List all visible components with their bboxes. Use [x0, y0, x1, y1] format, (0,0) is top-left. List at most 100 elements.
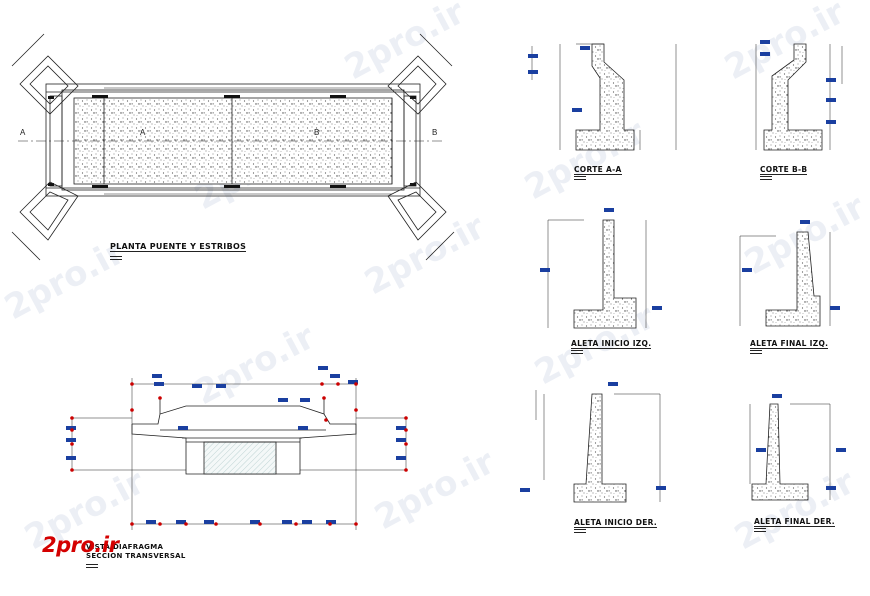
dimension-tag: [760, 40, 770, 44]
scale-bar-aleta-inicio-izq: [571, 350, 583, 354]
dimension-dot: [354, 382, 358, 386]
section-marker-a-center: A: [140, 128, 146, 137]
dimension-tag: [146, 520, 156, 524]
dimension-dot: [158, 522, 162, 526]
dimension-tag: [298, 426, 308, 430]
dimension-dot: [404, 442, 408, 446]
dimension-dot: [214, 522, 218, 526]
dimension-tag: [66, 456, 76, 460]
section-marker-b-center: B: [314, 128, 320, 137]
plan-view: [11, 33, 455, 261]
dimension-tag: [278, 398, 288, 402]
dimension-dot: [320, 382, 324, 386]
scale-bar-corte-a-a: [574, 176, 586, 180]
dimension-tag: [326, 520, 336, 524]
plan-title: PLANTA PUENTE Y ESTRIBOS: [110, 242, 247, 252]
dimension-tag: [396, 438, 406, 442]
dimension-dot: [70, 468, 74, 472]
dimension-dot: [258, 522, 262, 526]
detail-corte-a-a: [531, 43, 677, 151]
dimension-tag: [528, 54, 538, 58]
dimension-tag: [520, 488, 530, 492]
cross-section-title: VISTA DIAFRAGMA SECCION TRANSVERSAL: [86, 543, 186, 560]
dimension-dot: [336, 382, 340, 386]
detail-title-aleta-inicio-izq: ALETA INICIO IZQ.: [571, 339, 652, 349]
scale-bar-aleta-final-der: [754, 528, 766, 532]
diaphragm-hatch: [203, 441, 277, 475]
detail-aleta-inicio-izq: [547, 219, 647, 329]
dimension-dot: [158, 396, 162, 400]
dimension-tag: [652, 306, 662, 310]
detail-corte-b-b: [755, 43, 843, 151]
dimension-tag: [66, 426, 76, 430]
dimension-tag: [282, 520, 292, 524]
dimension-dot: [70, 428, 74, 432]
dimension-dot: [130, 522, 134, 526]
detail-aleta-inicio-der: [535, 390, 661, 503]
dimension-tag: [826, 486, 836, 490]
dimension-tag: [826, 120, 836, 124]
dimension-tag: [396, 456, 406, 460]
dimension-dot: [328, 522, 332, 526]
dimension-dot: [322, 396, 326, 400]
dimension-tag: [66, 438, 76, 442]
dimension-tag: [656, 486, 666, 490]
dimension-dot: [324, 418, 328, 422]
dimension-dot: [354, 522, 358, 526]
detail-title-corte-a-a: CORTE A-A: [574, 165, 622, 175]
dimension-tag: [192, 384, 202, 388]
cross-section-view: [71, 378, 407, 530]
dimension-dot: [184, 522, 188, 526]
dimension-tag: [608, 382, 618, 386]
section-marker-b-right: B: [432, 128, 438, 137]
dimension-dot: [70, 416, 74, 420]
detail-aleta-final-izq: [739, 231, 831, 327]
cross-section-scale-bar: [86, 564, 98, 568]
dimension-tag: [528, 70, 538, 74]
dimension-tag: [826, 98, 836, 102]
dimension-dot: [404, 416, 408, 420]
dimension-tag: [348, 380, 358, 384]
dimension-tag: [742, 268, 752, 272]
dimension-dot: [130, 408, 134, 412]
dimension-tag: [204, 520, 214, 524]
dimension-dot: [404, 468, 408, 472]
dimension-tag: [300, 398, 310, 402]
dimension-tag: [836, 448, 846, 452]
dimension-tag: [830, 306, 840, 310]
plan-scale-bar: [110, 256, 122, 260]
dimension-tag: [250, 520, 260, 524]
dimension-dot: [294, 522, 298, 526]
dimension-tag: [540, 268, 550, 272]
scale-bar-corte-b-b: [760, 176, 772, 180]
detail-title-aleta-final-der: ALETA FINAL DER.: [754, 517, 835, 527]
dimension-tag: [826, 78, 836, 82]
dimension-markers: [66, 40, 846, 526]
dimension-tag: [302, 520, 312, 524]
dimension-tag: [580, 46, 590, 50]
dimension-dot: [70, 442, 74, 446]
brand-logo: 2pro.ir: [42, 533, 119, 557]
detail-title-corte-b-b: CORTE B-B: [760, 165, 808, 175]
detail-aleta-final-der: [749, 403, 831, 501]
section-marker-a-left: A: [20, 128, 26, 137]
dimension-tag: [604, 208, 614, 212]
dimension-tag: [572, 108, 582, 112]
dimension-tag: [178, 426, 188, 430]
dimension-tag: [800, 220, 810, 224]
scale-bar-aleta-inicio-der: [574, 529, 586, 533]
dimension-tag: [756, 448, 766, 452]
dimension-tag: [154, 382, 164, 386]
detail-title-aleta-final-izq: ALETA FINAL IZQ.: [750, 339, 829, 349]
dimension-tag: [396, 426, 406, 430]
dimension-tag: [330, 374, 340, 378]
dimension-tag: [772, 394, 782, 398]
dimension-dot: [130, 382, 134, 386]
dimension-tag: [152, 374, 162, 378]
dimension-dot: [354, 408, 358, 412]
dimension-tag: [216, 384, 226, 388]
dimension-tag: [760, 52, 770, 56]
scale-bar-aleta-final-izq: [750, 350, 762, 354]
plan-outline: [45, 83, 421, 197]
